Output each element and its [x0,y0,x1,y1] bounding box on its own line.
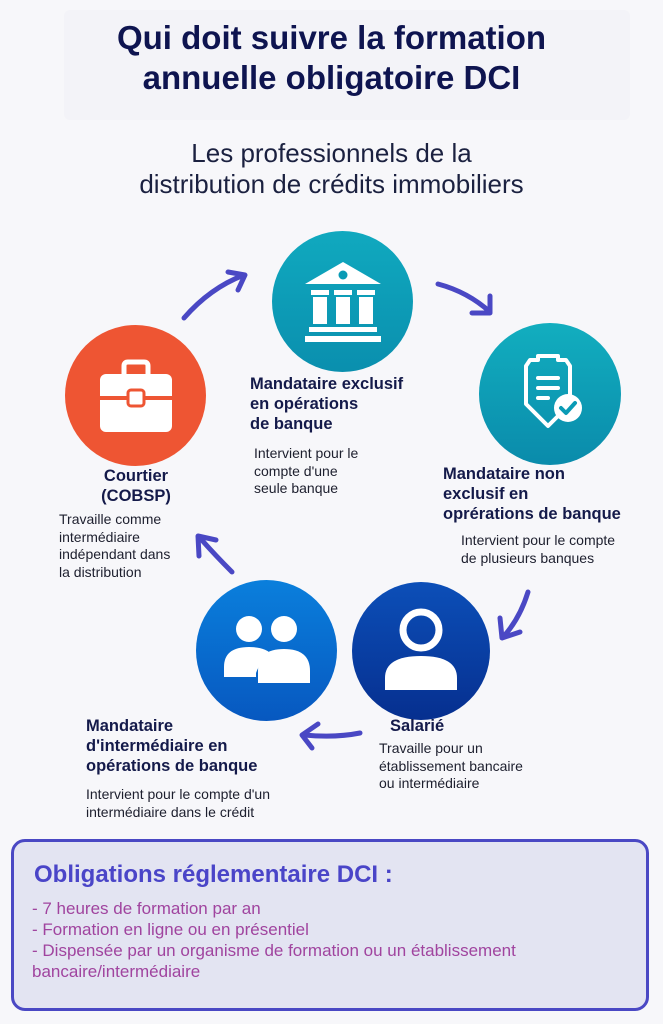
briefcase-icon [99,359,172,432]
role-title-line: Courtier [103,467,169,485]
subtitle-line-2: distribution de crédits immobiliers [139,169,524,199]
role-title-line: (COBSP) [101,487,171,505]
role-desc-salarie: Travaille pour un établissement bancaire… [379,740,523,793]
role-desc-line: la distribution [59,563,142,580]
title-line-1: Qui doit suivre la formation [116,19,547,56]
role-title-line: Mandataire exclusif [250,375,404,393]
role-desc-line: établissement bancaire [379,757,523,774]
page-title: Qui doit suivre la formation annuelle ob… [0,18,663,98]
role-circle-salarie [352,582,490,720]
role-title-line: de banque [250,415,333,433]
role-title-mandataire-non-exclusif: Mandataire non exclusif en oprérations d… [443,464,621,524]
role-desc-mandataire-intermediaire: Intervient pour le compte d'un intermédi… [86,786,270,821]
subtitle-line-1: Les professionnels de la [191,138,472,168]
role-desc-line: compte d'une [254,462,338,479]
title-line-2: annuelle obligatoire DCI [142,59,521,96]
role-title-mandataire-exclusif: Mandataire exclusif en opérations de ban… [250,374,403,434]
role-desc-line: de plusieurs banques [461,549,595,566]
role-desc-line: Intervient pour le compte d'un [86,786,271,802]
certified-document-icon [524,354,582,428]
bank-icon [304,261,381,342]
role-circle-courtier [65,325,206,466]
role-title-line: Salarié [390,717,445,735]
role-title-line: oprérations de banque [443,505,621,523]
obligation-item: - 7 heures de formation par an [32,899,261,918]
obligations-title: Obligations réglementaire DCI : [34,861,393,888]
role-desc-line: Intervient pour le [254,445,359,461]
users-group-icon [223,615,310,683]
arrow-icon [497,589,531,641]
arrow-icon [299,721,363,751]
role-circle-mandataire-intermediaire [196,580,337,721]
role-title-line: exclusif en [443,485,529,503]
role-desc-line: indépendant dans [59,546,171,562]
obligation-item: - Dispensée par un organisme de formatio… [32,941,516,981]
role-desc-line: ou intermédiaire [379,775,480,791]
subtitle: Les professionnels de la distribution de… [0,138,663,200]
role-desc-line: seule banque [254,480,339,496]
role-circle-mandataire-non-exclusif [479,323,621,465]
role-title-line: en opérations [250,395,359,413]
role-title-salarie: Salarié [390,716,444,736]
role-title-mandataire-intermediaire: Mandataire d'intermédiaire en opérations… [86,716,257,776]
arrow-icon [181,269,248,321]
role-desc-line: Travaille pour un [379,740,483,756]
role-desc-courtier: Travaille comme intermédiaire indépendan… [59,511,170,581]
arrow-icon [195,533,235,575]
role-circle-mandataire-exclusif [272,231,413,372]
role-title-line: d'intermédiaire en [86,737,228,755]
obligations-panel: Obligations réglementaire DCI : - 7 heur… [11,839,649,1011]
role-desc-line: Travaille comme [59,511,162,527]
title-background [64,10,630,120]
role-title-courtier: Courtier (COBSP) [66,466,206,506]
role-title-line: Mandataire non [443,465,565,483]
role-desc-line: intermédiaire [59,528,140,545]
role-desc-line: Intervient pour le compte [461,532,616,548]
obligations-list: - 7 heures de formation par an - Formati… [32,898,632,982]
role-title-line: Mandataire [86,717,174,735]
role-title-line: opérations de banque [86,757,258,775]
role-desc-mandataire-non-exclusif: Intervient pour le compte de plusieurs b… [461,532,615,567]
user-icon [385,608,457,690]
obligation-item: - Formation en ligne ou en présentiel [32,920,309,939]
role-desc-mandataire-exclusif: Intervient pour le compte d'une seule ba… [254,445,358,498]
role-desc-line: intermédiaire dans le crédit [86,803,255,820]
arrow-icon [435,281,493,316]
